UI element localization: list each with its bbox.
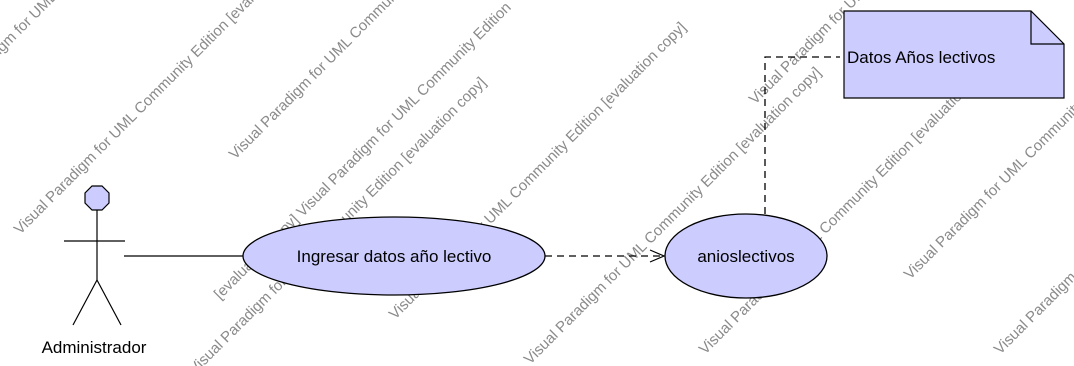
actor-name-label: Administrador [42, 338, 147, 357]
use-case-ellipse [664, 213, 828, 299]
watermark-text: Visual Paradigm for UML Community Editio… [696, 54, 1000, 358]
note-text: Datos Años lectivos [847, 48, 995, 67]
actor-administrador[interactable]: Administrador [42, 185, 147, 357]
note-anchor-line[interactable] [764, 56, 840, 214]
note-datos-anios-lectivos[interactable]: Datos Años lectivos [843, 10, 1065, 99]
watermark-text: Visual Paradigm for UML Community Editio… [991, 54, 1074, 358]
use-case-label: anioslectivos [697, 247, 794, 266]
use-case-ellipse [242, 216, 546, 296]
actor-leg-right [96, 279, 122, 326]
note-folded-corner [1030, 11, 1064, 45]
use-case-ingresar-datos[interactable]: Ingresar datos año lectivo [242, 216, 546, 296]
connectors [124, 56, 840, 256]
actor-head-icon [84, 185, 110, 211]
actor-leg-left [72, 279, 98, 326]
use-case-anioslectivos[interactable]: anioslectivos [664, 213, 828, 299]
note-shape [843, 10, 1065, 99]
watermark-text: Visual Paradigm for UML Community Editio… [521, 64, 825, 366]
use-case-label: Ingresar datos año lectivo [297, 247, 492, 266]
